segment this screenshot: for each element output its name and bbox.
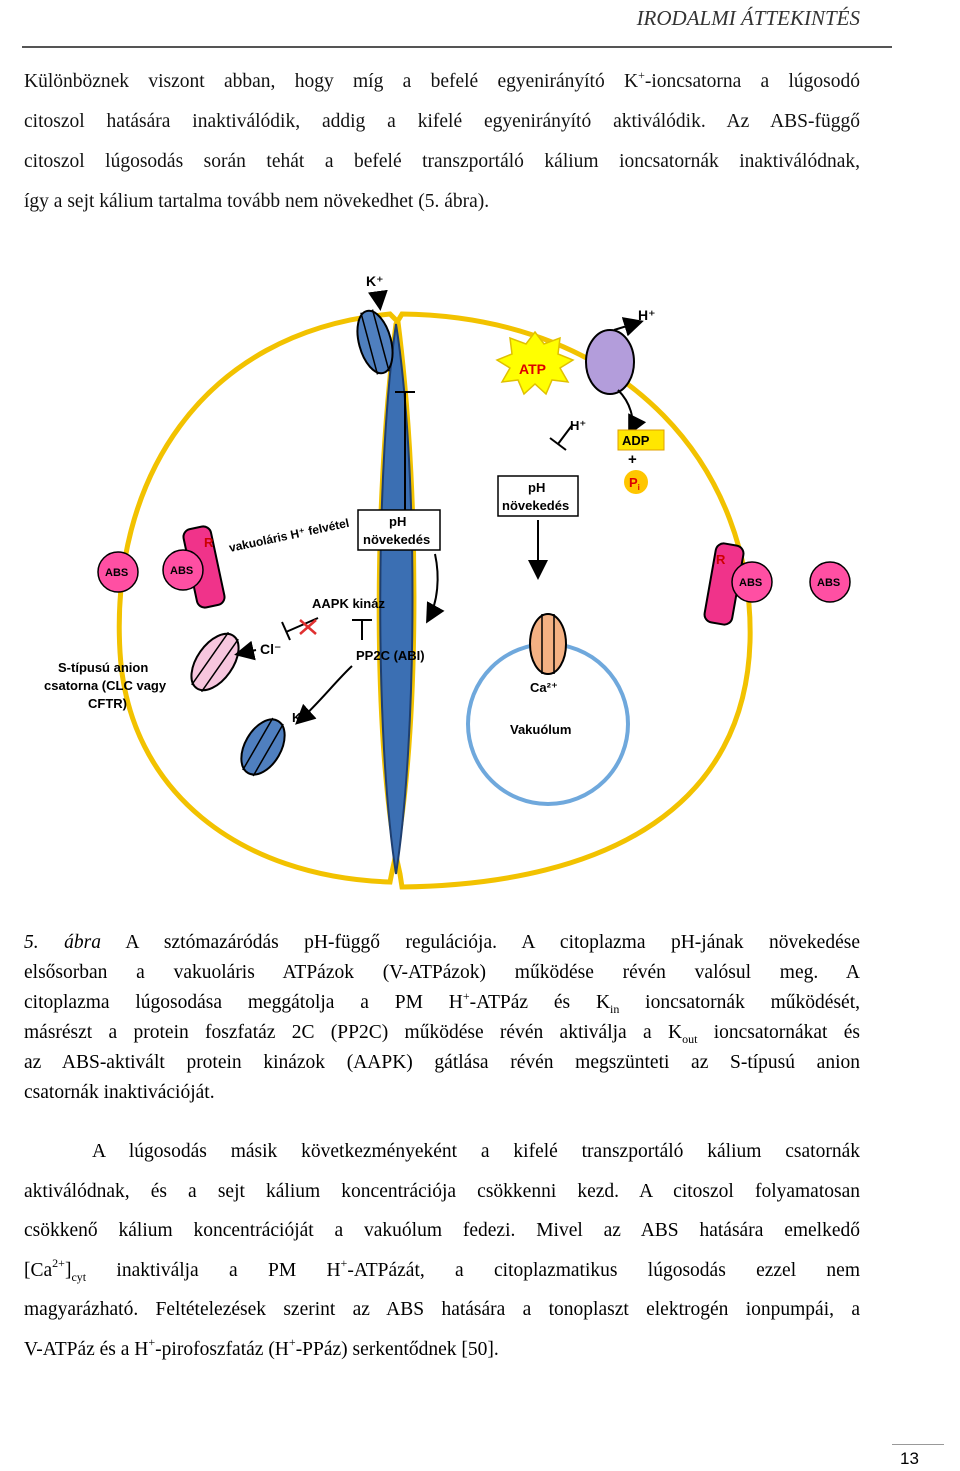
ph-box-right — [497, 475, 579, 517]
receptor-right-label: R — [716, 552, 726, 567]
abs-circle-left-inner — [162, 549, 204, 591]
k-channel-top — [356, 309, 394, 375]
body-line-2: aktiválódnak, és a sejt kálium koncentrá… — [24, 1180, 860, 1202]
abs-circle-left-outer — [97, 551, 139, 593]
abs-right-outer-label: ABS — [817, 577, 840, 589]
vacuole-label: Vakuólum — [510, 722, 571, 737]
ca-label: Ca²⁺ — [530, 680, 558, 695]
figure-caption: 5. ábra A sztómazáródás pH-függő regulác… — [24, 928, 860, 1108]
body-line-4: [Ca2+]cyt inaktiválja a PM H+-ATPázát, a… — [24, 1256, 860, 1284]
intro-paragraph: Különböznek viszont abban, hogy míg a be… — [24, 62, 860, 222]
guard-cell-right — [376, 311, 753, 890]
k-plus-top-label: K⁺ — [366, 273, 384, 289]
ph-right-line1: pH — [528, 480, 545, 495]
atp-star — [495, 330, 575, 396]
h-atpase-pump — [585, 329, 635, 395]
receptor-left-label: R — [204, 535, 214, 550]
header-rule — [22, 46, 892, 48]
page-number-rule — [892, 1444, 944, 1445]
s-type-line2: csatorna (CLC vagy — [44, 678, 167, 693]
s-type-anion-channel — [190, 631, 240, 693]
h-plus-top-label: H⁺ — [638, 307, 656, 323]
intro-line-1: Különböznek viszont abban, hogy míg a be… — [24, 67, 860, 93]
ph-box-left — [357, 509, 441, 551]
intro-line-3: citoszol lúgosodás során tehát a befelé … — [24, 151, 860, 172]
abs-circle-right-outer — [809, 561, 851, 603]
body-paragraph: A lúgosodás másik következményeként a ki… — [24, 1132, 860, 1369]
ph-left-line1: pH — [389, 514, 406, 529]
pi-circle — [624, 470, 648, 494]
stomata-diagram-svg: K⁺ H⁺ ATP H⁺ ADP + Pi pH növekedés pH nö… — [44, 273, 851, 890]
guard-cell-left — [116, 311, 417, 885]
body-line-3: csökkenő kálium koncentrációját a vakuól… — [24, 1220, 860, 1241]
pp2c-label: PP2C (ABI) — [356, 648, 425, 663]
body-line-1: A lúgosodás másik következményeként a ki… — [92, 1141, 860, 1162]
body-line-6: V-ATPáz és a H+-pirofoszfatáz (H+-PPáz) … — [24, 1335, 499, 1360]
abs-left-inner-label: ABS — [170, 565, 193, 577]
caption-line-1: 5. ábra A sztómazáródás pH-függő regulác… — [24, 932, 860, 953]
caption-line-2: elsősorban a vakuoláris ATPázok (V-ATPáz… — [24, 962, 860, 983]
abs-circle-right-inner — [731, 561, 773, 603]
s-type-line1: S-típusú anion — [58, 660, 148, 675]
atp-label: ATP — [519, 361, 546, 377]
abs-left-outer-label: ABS — [105, 567, 128, 579]
figure-stomata-diagram: K⁺ H⁺ ATP H⁺ ADP + Pi pH növekedés pH nö… — [30, 262, 860, 902]
page-number: 13 — [900, 1449, 919, 1468]
caption-line-3: citoplazma lúgosodása meggátolja a PM H+… — [24, 988, 860, 1016]
body-line-5: magyarázható. Feltételezések szerint az … — [24, 1299, 860, 1320]
k-plus-bottom-label: K⁺ — [292, 710, 308, 725]
intro-line-4: így a sejt kálium tartalma tovább nem nö… — [24, 191, 490, 212]
pi-label: Pi — [629, 475, 640, 492]
running-header: IRODALMI ÁTTEKINTÉS — [636, 6, 860, 30]
cl-label: Cl⁻ — [260, 641, 281, 657]
ph-right-line2: növekedés — [502, 498, 569, 513]
aapk-label: AAPK kináz — [312, 596, 385, 611]
caption-line-6: csatornák inaktivációját. — [24, 1082, 215, 1103]
intro-line-2: citoszol hatására inaktiválódik, addig a… — [24, 111, 860, 132]
adp-box — [617, 429, 665, 451]
caption-line-5: az ABS-aktivált protein kinázok (AAPK) g… — [24, 1052, 860, 1073]
adp-plus: + — [628, 451, 637, 468]
caption-line-4: másrészt a protein foszfatáz 2C (PP2C) m… — [24, 1022, 860, 1046]
ca-channel — [529, 613, 567, 675]
vacuolar-uptake-label: vakuoláris H⁺ felvétel — [228, 516, 351, 555]
abs-right-inner-label: ABS — [739, 577, 762, 589]
h-plus-inner-label: H⁺ — [570, 418, 586, 433]
k-channel-bottom — [240, 717, 286, 777]
s-type-line3: CFTR) — [88, 696, 127, 711]
adp-label: ADP — [622, 433, 650, 448]
ph-left-line2: növekedés — [363, 532, 430, 547]
